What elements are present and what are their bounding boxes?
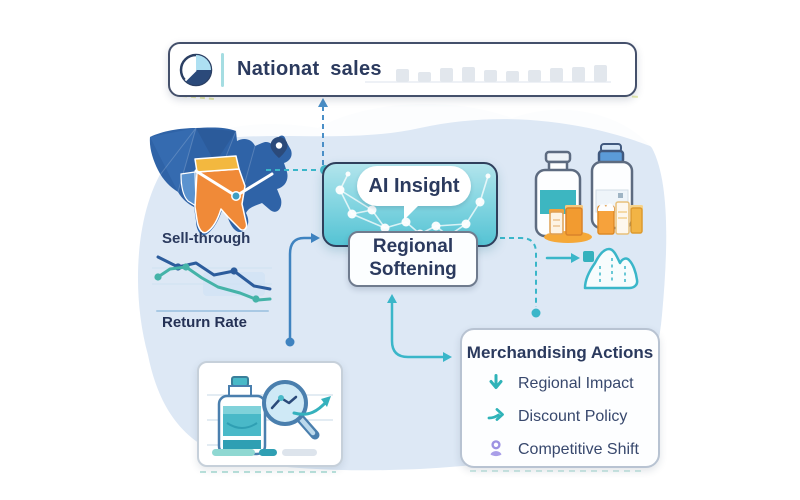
product-bottles [534,143,643,243]
speech-bubble-tail [404,203,421,220]
mini-bar [418,72,431,82]
action-row-competitive-shift[interactable]: Competitive Shift [487,438,658,462]
regional-softening-label: Regional Softening [369,236,457,280]
trend-dot [154,273,162,281]
trend-chart [152,255,272,312]
divider [221,52,224,87]
pie-chart-icon [179,53,213,87]
mini-bar [594,65,607,82]
person-icon [487,439,505,462]
magnifying-glass-icon [262,380,320,440]
national-sales-bar[interactable]: Nationat sales [168,42,637,97]
mini-bar [440,68,453,82]
action-label: Regional Impact [518,375,634,392]
trend-dot [252,295,260,303]
action-row-regional-impact[interactable]: Regional Impact [487,372,658,396]
mini-bar [506,71,519,82]
national-sales-title: Nationat sales [237,58,382,80]
trend-dot [230,267,238,275]
product-analysis-card[interactable] [197,361,343,467]
merchandising-actions-card[interactable]: Merchandising Actions Regional Impact Di… [460,328,660,468]
location-pin-icon [270,137,288,158]
mini-bar [528,70,541,82]
mini-bar [550,68,563,82]
mini-bar-baseline [365,81,611,83]
us-map [149,127,292,236]
return-rate-label: Return Rate [162,314,248,331]
product-analysis-illustration [207,376,333,456]
mini-bar [396,69,409,82]
merchandising-actions-title: Merchandising Actions [466,343,654,362]
action-label: Competitive Shift [518,441,639,458]
sell-through-label: Sell-through [162,230,251,247]
mini-bar-chart [396,64,607,82]
mini-bar [462,67,475,82]
mountain-chart-icon [583,247,639,290]
ai-insight-bubble-label: AI Insight [368,174,460,197]
mini-bar [572,67,585,82]
action-label: Discount Policy [518,408,628,425]
mini-bar [484,70,497,82]
arrow-right-icon [487,406,505,429]
ai-insight-bubble[interactable]: AI Insight [357,166,471,206]
network-pattern [335,171,491,241]
trend-dot [182,263,190,271]
arrow-down-icon [487,373,505,396]
action-row-discount-policy[interactable]: Discount Policy [487,405,658,429]
regional-softening-node[interactable]: Regional Softening [348,231,478,287]
